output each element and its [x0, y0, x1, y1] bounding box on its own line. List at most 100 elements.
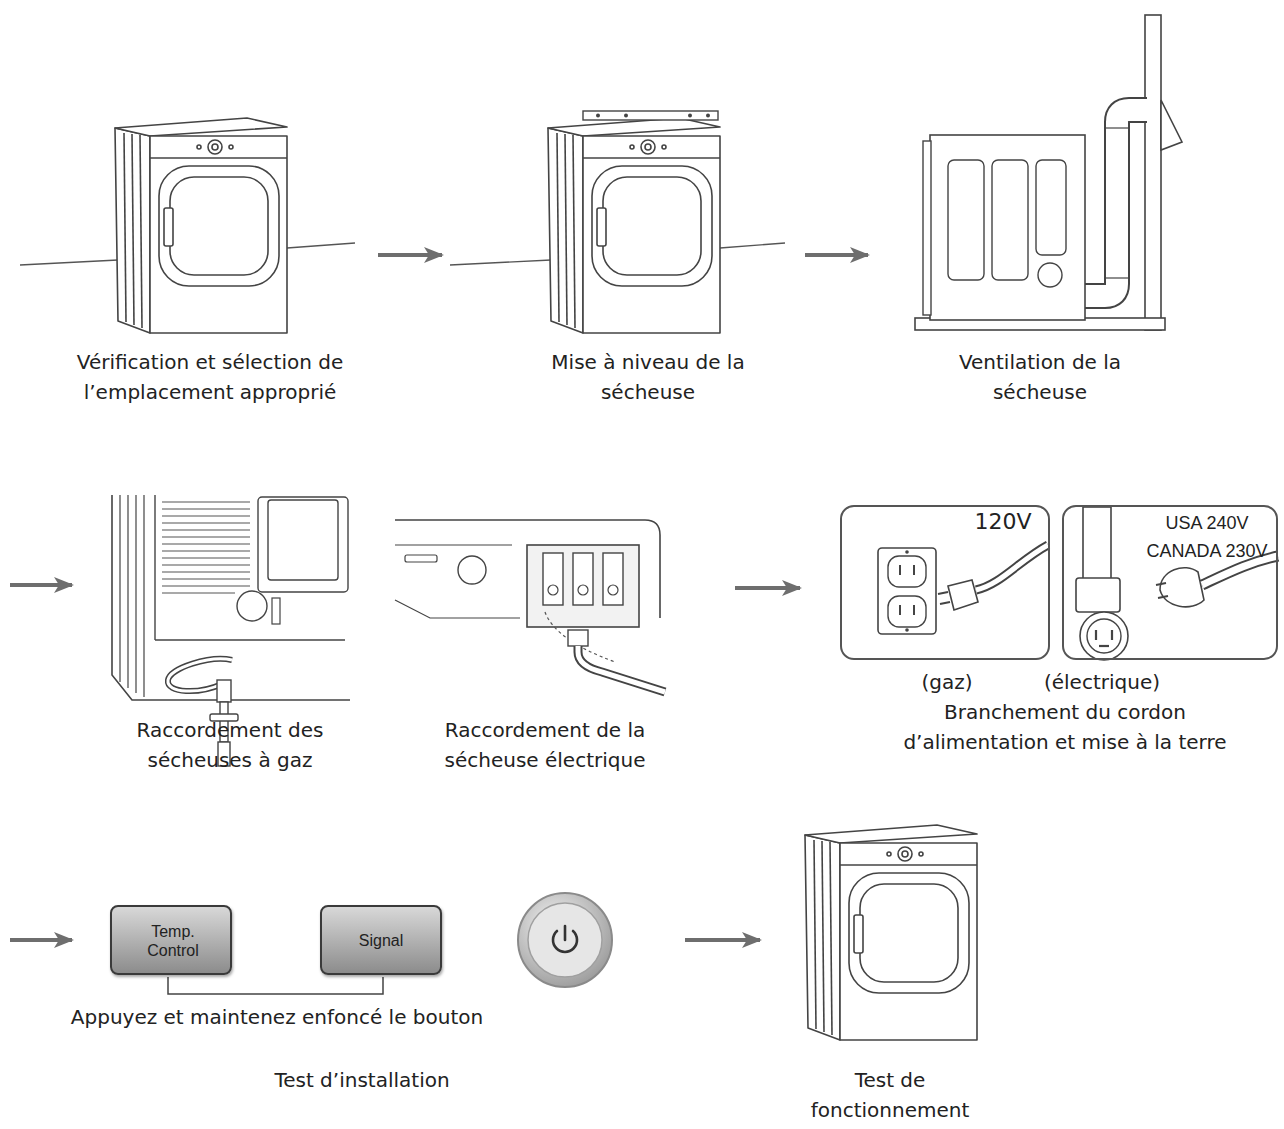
level-dot — [596, 114, 600, 118]
receptacle-slot — [1111, 630, 1113, 640]
panel-edge — [395, 600, 520, 618]
button-label: Signal — [322, 931, 440, 950]
duct-fill — [1085, 110, 1147, 296]
power-cord — [578, 646, 665, 692]
flow-arrow — [735, 586, 800, 590]
flow-arrow — [10, 790, 1042, 940]
dryer-illustration — [548, 118, 720, 333]
outlet — [888, 596, 926, 627]
outlet-slot — [913, 605, 915, 615]
grille-slat — [162, 536, 250, 537]
flow-arrow — [805, 253, 868, 257]
outlet-panel: USA 240V CANADA 230V(électrique) — [1062, 505, 1278, 660]
step-caption: Branchement du cordon d’alimentation et … — [895, 697, 1235, 757]
step-caption: Vérification et sélection de l’emplaceme… — [30, 347, 390, 407]
step-group: Vérification et sélection de l’emplaceme… — [15, 110, 378, 410]
dryer-front-edge — [923, 141, 931, 315]
plug-prong — [938, 592, 948, 594]
terminal-screw — [548, 585, 558, 595]
flow-arrow — [378, 253, 442, 257]
step-group: Ventilation de la sécheuse — [868, 10, 1212, 410]
side-panel — [992, 160, 1028, 280]
grille-slat — [162, 578, 250, 579]
voltage-label: 120V — [958, 507, 1048, 537]
type-label: (gaz) — [897, 667, 997, 697]
step-caption: Test de fonctionnement — [795, 1065, 985, 1125]
cord — [976, 545, 1048, 590]
plug-prong — [940, 602, 950, 604]
grille-slat — [162, 557, 250, 558]
side-panel — [948, 160, 984, 280]
floor-line — [450, 260, 551, 265]
grille-slat — [162, 564, 250, 565]
terminal — [543, 553, 563, 605]
grille-slat — [162, 529, 250, 530]
back-rib — [127, 495, 128, 688]
dryer-illustration — [115, 118, 287, 333]
bracket — [168, 977, 383, 994]
outlet — [888, 556, 926, 587]
slot — [405, 555, 437, 562]
dryer-illustration — [805, 825, 977, 1040]
level-dot — [688, 114, 692, 118]
back-rib — [119, 495, 120, 682]
grille-slat — [162, 522, 250, 523]
dryer-side-view — [930, 135, 1085, 320]
dryer-back-outline — [112, 495, 350, 700]
access-panel-inner — [268, 500, 338, 580]
step-caption: Appuyez et maintenez enfoncé le bouton — [7, 1002, 547, 1032]
floor-line — [287, 243, 355, 248]
grille-slat — [162, 571, 250, 572]
duct-outline — [1085, 110, 1147, 296]
floor-line — [720, 243, 785, 248]
grille-frame — [155, 639, 345, 640]
terminal — [573, 553, 593, 605]
grille-frame — [154, 495, 155, 640]
terminal-screw — [578, 585, 588, 595]
vent-hood — [1161, 100, 1182, 150]
step-group: Raccordement de la sécheuse électrique — [395, 490, 735, 790]
step-caption: Test d’installation — [212, 1065, 512, 1095]
back-rib — [143, 495, 144, 697]
grille-slat — [162, 592, 235, 593]
control-button: Signal — [320, 905, 442, 975]
step-group: Branchement du cordon d’alimentation et … — [800, 495, 1284, 790]
panel-edge — [395, 544, 512, 545]
grille-slat — [162, 543, 250, 544]
power-cord-outline — [578, 646, 665, 692]
step-caption: Ventilation de la sécheuse — [925, 347, 1155, 407]
exhaust-port — [237, 591, 267, 621]
grille-slat — [162, 585, 250, 586]
vent-grille — [162, 502, 250, 593]
power-button — [518, 893, 612, 987]
receptacle — [1080, 612, 1128, 660]
duct-joint — [1104, 277, 1130, 278]
strain-relief — [568, 630, 588, 646]
grille-slat — [162, 501, 250, 502]
terminal-block-cover — [527, 545, 639, 627]
outlet-panel: 120V(gaz) — [840, 505, 1050, 660]
outlet-slot — [913, 565, 915, 575]
duct-joint — [1104, 127, 1130, 128]
plug-prong — [1158, 596, 1168, 598]
terminal-screw — [608, 585, 618, 595]
wall — [1145, 15, 1161, 330]
bracket-tab — [272, 598, 280, 624]
level-bar — [583, 111, 718, 120]
grille-slat — [162, 515, 250, 516]
plug-body — [1160, 568, 1204, 607]
step-group: Test de fonctionnement — [760, 815, 1020, 1120]
voltage-label: USA 240V CANADA 230V — [1138, 509, 1276, 565]
plug-body — [948, 580, 978, 610]
side-panel — [1036, 160, 1066, 255]
grille-slat — [162, 550, 250, 551]
power-button-face — [528, 903, 602, 977]
step-caption: Mise à niveau de la sécheuse — [518, 347, 778, 407]
grille-slat — [162, 508, 250, 509]
plate-screw — [905, 550, 909, 554]
flow-arrow — [10, 410, 1040, 585]
level-dot — [706, 114, 710, 118]
